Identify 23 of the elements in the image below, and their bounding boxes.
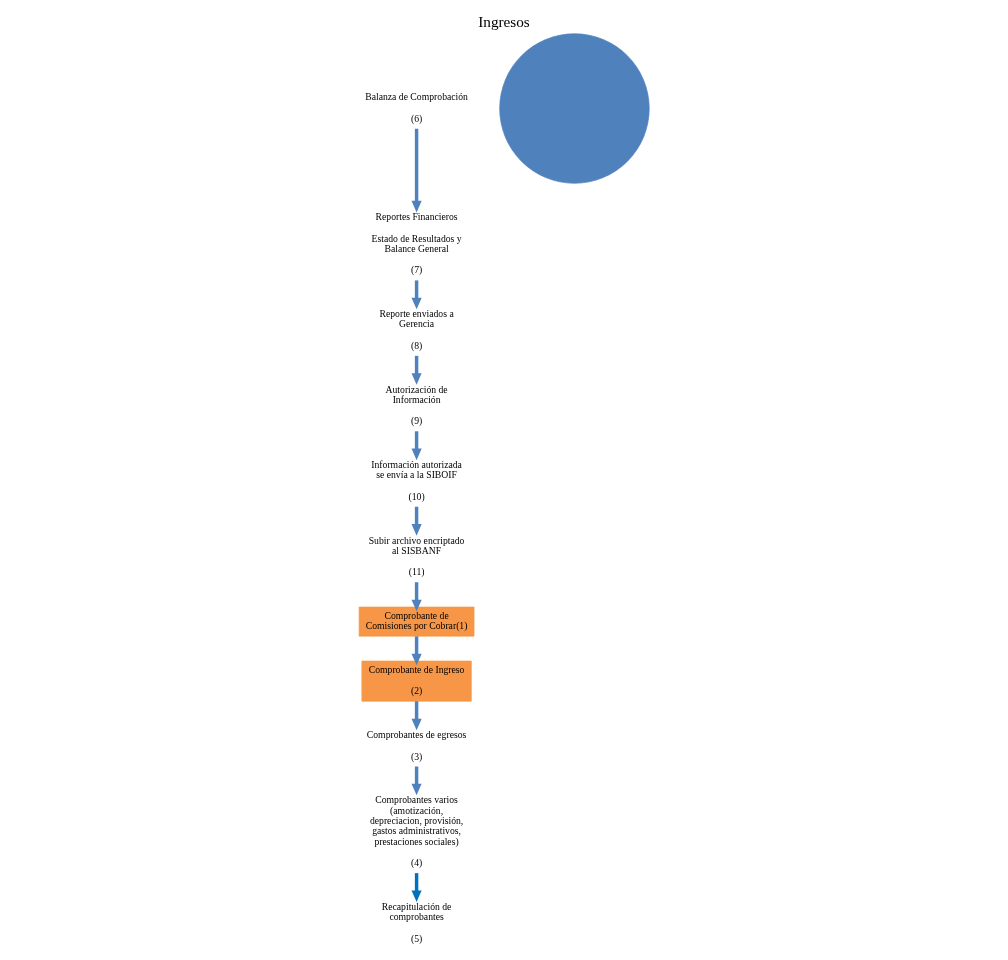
- node-text: Reporte enviados a Gerencia (8): [379, 308, 454, 351]
- arrow: [411, 506, 422, 536]
- node-box: Comprobante de Comisiones por Cobrar(1): [358, 606, 475, 637]
- node-text: Comprobantes de egresos (3): [366, 729, 467, 762]
- arrow: [411, 128, 422, 213]
- node-text: Autorización de Información (9): [385, 383, 448, 427]
- node-text: Reportes Financieros Estado de Resultados y Balance General (7): [371, 211, 462, 276]
- arrow: [411, 766, 422, 796]
- node-text: Comprobantes varios (amotización, depreciacion, provisión, gastos administrativos, prestaciones sociales) (4): [369, 794, 464, 869]
- arrow: [411, 582, 422, 612]
- arrow: [411, 280, 422, 310]
- node-text: Recapitulación de comprobantes (5): [381, 900, 452, 944]
- arrow: [411, 355, 422, 385]
- node-text: Subir archivo encriptado al SISBANF (11): [368, 534, 465, 578]
- node-circle: [499, 33, 650, 184]
- arrow: [411, 701, 422, 731]
- node-text: Información autorizada se envía a la SIBOIF (10): [371, 459, 462, 502]
- arrow: [411, 873, 422, 902]
- arrow: [411, 636, 422, 666]
- node-box: Comprobante de Ingreso (2): [361, 660, 472, 702]
- node-text: Balanza de Comprobación (6): [365, 91, 468, 124]
- arrow: [411, 431, 422, 461]
- diagram-title: Ingresos: [478, 12, 530, 30]
